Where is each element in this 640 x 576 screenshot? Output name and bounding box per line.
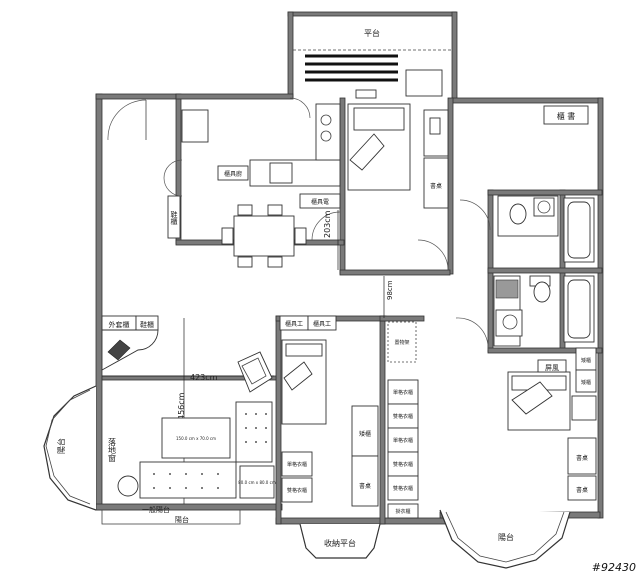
desk-right2-label: 書桌 xyxy=(576,486,588,494)
dim-203: 203cm xyxy=(323,210,332,238)
tiny-label: 掛衣櫃 xyxy=(395,508,410,515)
coffee-table xyxy=(161,417,231,459)
bedroom-top: 書桌 203cm xyxy=(323,103,449,271)
top-terrace-label: 平台 xyxy=(364,28,380,38)
bathrooms xyxy=(455,195,595,351)
watermark-id: #92430 xyxy=(591,561,636,574)
master-bedroom: 屏風 矮櫃 矮櫃 書桌 書桌 陽台 xyxy=(439,347,597,569)
balcony-right-label: 陽台 xyxy=(498,532,514,542)
dim-456: 456cm xyxy=(177,392,186,420)
tv-cabinet-4-label: 櫃具工 xyxy=(313,320,331,328)
desk-mid-label: 書桌 xyxy=(359,482,371,490)
wardrobe-1-label: 單格衣櫃 xyxy=(287,461,307,468)
storage-box-label: 置物架 xyxy=(394,339,409,346)
kitchen-area: 櫃具廚 櫃具電 鞋櫃 xyxy=(107,97,341,268)
low-cab-right-label: 矮櫃 xyxy=(581,357,591,364)
ottoman-size-label: 80.0 cm x 80.0 cm xyxy=(238,480,276,485)
tv-cabinet-3-label: 櫃具工 xyxy=(285,320,303,328)
wardrobe-6-label: 雙格衣櫃 xyxy=(393,461,413,468)
shoe-cabinet-side-label: 鞋櫃 xyxy=(170,210,178,226)
wardrobe-strip: 置物架 單格衣櫃 雙格衣櫃 單格衣櫃 雙格衣櫃 雙格衣櫃 掛衣櫃 xyxy=(387,321,419,519)
dim-98: 98cm xyxy=(386,280,394,300)
wardrobe-4-label: 雙格衣櫃 xyxy=(393,413,413,420)
study-top-right: 櫃 書 xyxy=(459,105,589,231)
living-room: 外套櫃 鞋櫃 423cm 456cm 150.0 cm x 70.0 cm 80… xyxy=(43,315,276,525)
cabinet-top-label: 櫃 書 xyxy=(557,111,576,121)
bedroom-middle: 櫃具工 櫃具工 矮櫃 書桌 單格衣櫃 雙格衣櫃 98cm 收納平台 xyxy=(279,276,394,559)
closet-right-label: 屏風 xyxy=(545,364,559,372)
balcony-left-label: 陽台 xyxy=(56,438,66,454)
wardrobe-3-label: 單格衣櫃 xyxy=(393,389,413,396)
table-size-label: 150.0 cm x 70.0 cm xyxy=(176,436,216,441)
outer-cabinet-label: 外套櫃 xyxy=(109,320,130,329)
kitchen-cabinet-label: 櫃具廚 xyxy=(224,170,242,178)
desk-right-label: 書桌 xyxy=(576,454,588,462)
dining-table xyxy=(233,215,295,257)
low-cab-right2-label: 矮櫃 xyxy=(581,379,591,386)
storage-platform-label: 收納平台 xyxy=(324,538,356,548)
shoe-cabinet-label: 鞋櫃 xyxy=(140,320,154,329)
desk-top-label: 書桌 xyxy=(430,182,442,190)
bay-window-label: 落地窗 xyxy=(108,437,117,463)
dim-423: 423cm xyxy=(190,373,218,382)
wardrobe-2-label: 雙格衣櫃 xyxy=(287,487,307,494)
wardrobe-5-label: 單格衣櫃 xyxy=(393,437,413,444)
top-terrace: 平台 xyxy=(293,28,452,99)
wardrobe-7-label: 雙格衣櫃 xyxy=(393,485,413,492)
balcony-bottom-2-label: 陽台 xyxy=(175,515,189,524)
balcony-bottom-1-label: 一般陽台 xyxy=(142,505,170,514)
mirror-cab-label: 矮櫃 xyxy=(359,430,371,438)
tv-cabinet-1-label: 櫃具電 xyxy=(311,198,329,206)
